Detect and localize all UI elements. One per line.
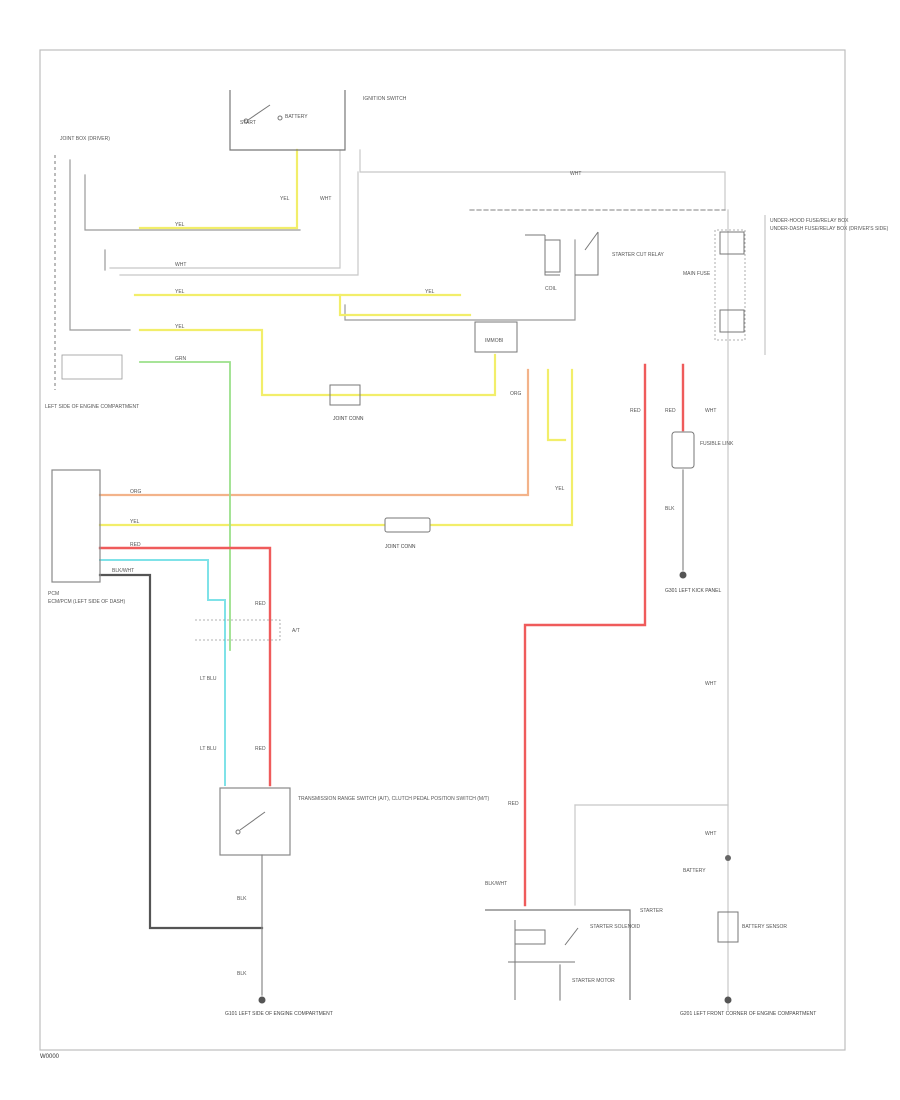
wire-label-yel-6: YEL [555, 486, 565, 492]
ground-left-label: G101 LEFT SIDE OF ENGINE COMPARTMENT [225, 1011, 333, 1017]
jb-stack-label: UNDER-DASH FUSE/RELAY BOX (DRIVER'S SIDE… [770, 226, 889, 232]
starter-cut-relay-label: STARTER CUT RELAY [612, 252, 665, 258]
ignition-switch-label: IGNITION SWITCH [363, 96, 407, 102]
wire-gray-relay [344, 239, 576, 321]
wire-label-yel-2: YEL [175, 289, 185, 295]
stacked-fuse-box: UNDER-DASH FUSE/RELAY BOX (DRIVER'S SIDE… [770, 226, 889, 232]
wire-label-wht-4: WHT [705, 831, 716, 837]
wire-yel-ecm [98, 368, 574, 527]
wire-yel-loop [138, 328, 497, 397]
clutch-connector: A/T [195, 619, 300, 641]
wire-label-blk-4: BLK [665, 506, 675, 512]
starter-label: STARTER [640, 908, 663, 914]
battery-label: BATTERY [683, 868, 706, 874]
wire-label-yel-4: YEL [175, 324, 185, 330]
joint-box-left-label: JOINT BOX (DRIVER) [60, 136, 110, 142]
wire-label-wht-6: WHT [320, 196, 331, 202]
wire-label-yel-1: YEL [175, 222, 185, 228]
ignition-switch-pos: START [240, 120, 256, 126]
ignition-switch: IGNITION SWITCH START BATTERY [229, 90, 407, 151]
fusible-link-right: FUSIBLE LINK [671, 431, 734, 469]
wire-label-red-6: RED [508, 801, 519, 807]
joint-box-left: JOINT BOX (DRIVER) [54, 136, 110, 390]
wire-yel-ecm2 [546, 368, 567, 442]
fusible-link-label: FUSIBLE LINK [700, 441, 734, 447]
wire-label-red-5: RED [665, 408, 676, 414]
underhood-fuse-box: UNDER-HOOD FUSE/RELAY BOX MAIN FUSE [683, 215, 849, 355]
wire-gray-left-vert2 [84, 174, 301, 231]
wire-label-blk-wht: BLK/WHT [485, 881, 507, 887]
wire-label-grn: GRN [175, 356, 187, 362]
wire-label-blk-3: BLK [237, 971, 247, 977]
wire-yel-mid [338, 293, 472, 317]
wire-red-ecm [98, 546, 272, 787]
wire-label-wht-2: WHT [705, 408, 716, 414]
wire-grn [139, 361, 231, 651]
inline-connector-yellow: JOINT CONN [384, 517, 431, 550]
wire-label-wht-1: WHT [175, 262, 186, 268]
wire-blk-ecm [98, 573, 264, 930]
ground-left: G101 LEFT SIDE OF ENGINE COMPARTMENT [225, 996, 333, 1017]
wire-yel-ign [138, 148, 299, 230]
pcm-left-label: PCM [48, 591, 59, 597]
transmission-range-switch: TRANSMISSION RANGE SWITCH (A/T), CLUTCH … [219, 787, 490, 856]
wire-label-wht-5: WHT [570, 171, 581, 177]
wire-label-org-2: ORG [510, 391, 522, 397]
wire-label-yel-3: YEL [425, 289, 435, 295]
reference-code: W0000 [40, 1054, 60, 1060]
wire-label-blk-2: BLK [237, 896, 247, 902]
main-fuse-label: MAIN FUSE [683, 271, 711, 277]
joint-connector-middle-label: JOINT CONN [333, 416, 364, 422]
ground-right: G201 LEFT FRONT CORNER OF ENGINE COMPART… [680, 996, 816, 1017]
wire-label-yel-5: YEL [130, 519, 140, 525]
wire-gray-top-loop [359, 149, 726, 211]
battery: BATTERY BATTERY SENSOR [683, 855, 787, 943]
wire-gray-top2 [119, 171, 359, 276]
wire-label-red-3: RED [255, 746, 266, 752]
wire-label-blk-1: BLK/WHT [112, 568, 134, 574]
wire-org [98, 368, 530, 497]
connector-bracket-left [61, 354, 123, 380]
wire-label-org: ORG [130, 489, 142, 495]
starter-solenoid-label: STARTER SOLENOID [590, 924, 640, 930]
wire-gray-top-right [109, 149, 341, 269]
wire-label-ltblu-1: LT BLU [200, 676, 217, 682]
pcm-left-sub: LEFT SIDE OF ENGINE COMPARTMENT [45, 404, 139, 410]
wire-label-wht-3: WHT [705, 681, 716, 687]
joint-connector-middle: JOINT CONN [329, 384, 364, 422]
ignition-switch-batt: BATTERY [285, 114, 308, 120]
starter-assembly: STARTER STARTER SOLENOID STARTER MOTOR [485, 908, 663, 1000]
wire-label-yel-7: YEL [280, 196, 290, 202]
ground-mid-label: G301 LEFT KICK PANEL [665, 588, 721, 594]
wire-gray-left-vert [69, 159, 131, 331]
wire-label-ltblu-2: LT BLU [200, 746, 217, 752]
ground-mid: G301 LEFT KICK PANEL [665, 571, 721, 594]
inline-connector-yellow-label: JOINT CONN [385, 544, 416, 550]
underhood-fuse-label: UNDER-HOOD FUSE/RELAY BOX [770, 218, 849, 224]
clutch-label: A/T [292, 628, 300, 634]
ground-right-label: G201 LEFT FRONT CORNER OF ENGINE COMPART… [680, 1011, 816, 1017]
diagram-frame [39, 49, 846, 1051]
wire-red-starter [523, 363, 647, 907]
relay-coil-label: COIL [545, 286, 557, 292]
trans-range-label: TRANSMISSION RANGE SWITCH (A/T), CLUTCH … [298, 796, 490, 802]
immobilizer-label: IMMOBI [485, 338, 503, 344]
wires [69, 148, 729, 1011]
starter-motor-label: STARTER MOTOR [572, 978, 615, 984]
wire-label-red-4: RED [630, 408, 641, 414]
starter-cut-relay: STARTER CUT RELAY COIL [525, 231, 665, 292]
battery-sensor-label: BATTERY SENSOR [742, 924, 787, 930]
wire-label-red-1: RED [130, 542, 141, 548]
ecm-pcm: LEFT SIDE OF ENGINE COMPARTMENT PCM ECM/… [45, 404, 139, 605]
wire-label-red-2: RED [255, 601, 266, 607]
ecm-pcm-label: ECM/PCM (LEFT SIDE OF DASH) [48, 599, 125, 605]
wire-ltblu [99, 559, 226, 786]
immobilizer-unit: IMMOBI [474, 321, 518, 353]
wire-labels: YEL WHT YEL YEL YEL GRN ORG YEL RED BLK/… [112, 171, 716, 977]
